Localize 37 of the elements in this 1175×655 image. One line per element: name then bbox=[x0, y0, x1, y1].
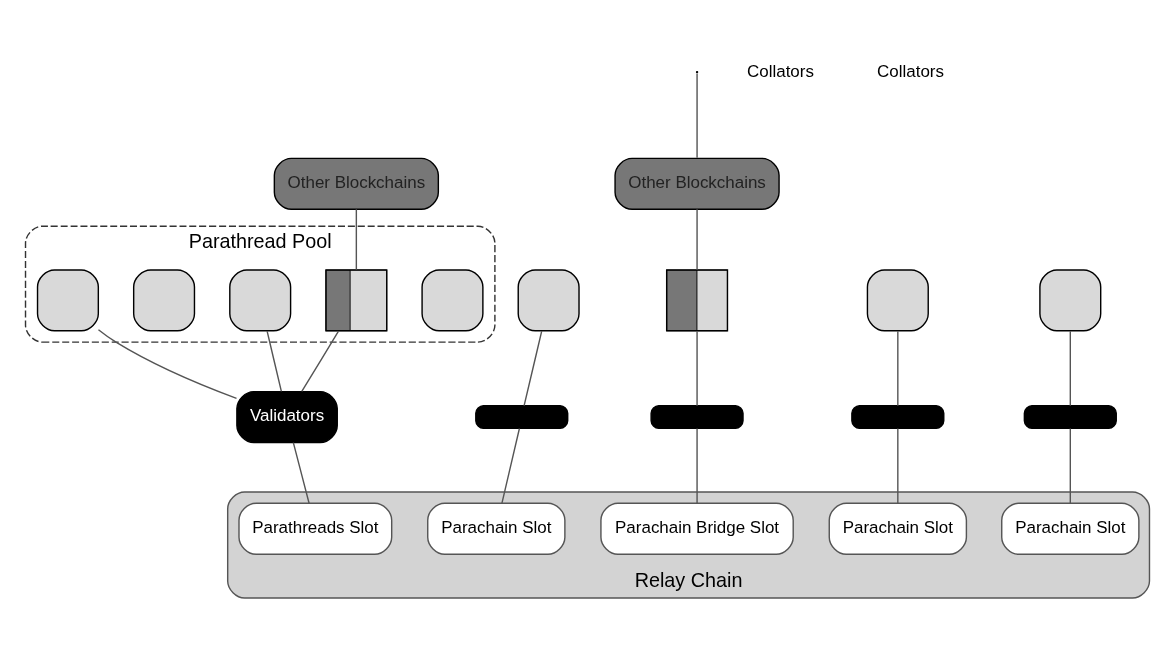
node-box bbox=[866, 268, 929, 332]
cluster: Parathread Pool bbox=[24, 225, 496, 343]
node-bar bbox=[1023, 404, 1117, 429]
label: Collators bbox=[877, 60, 944, 80]
node-box: Validators bbox=[236, 390, 338, 443]
node-box bbox=[229, 268, 292, 332]
connector bbox=[523, 329, 543, 406]
node-box: Parathreads Slot bbox=[238, 502, 393, 555]
node-box: Parachain Slot bbox=[1001, 502, 1140, 555]
connector bbox=[501, 427, 521, 504]
connector bbox=[696, 329, 698, 406]
node-box bbox=[36, 268, 100, 332]
connector bbox=[292, 441, 310, 504]
node-box: Parachain Bridge Slot bbox=[600, 502, 794, 555]
connector bbox=[355, 208, 358, 270]
connector bbox=[266, 329, 283, 392]
node-box: Parachain Slot bbox=[828, 502, 968, 555]
node-box: Other Blockchains bbox=[273, 157, 440, 210]
connector bbox=[1069, 427, 1071, 504]
node-box: Parachain Slot bbox=[427, 502, 566, 555]
node-box: Other Blockchains bbox=[614, 157, 780, 210]
node-box bbox=[1039, 268, 1102, 332]
node-bar bbox=[475, 404, 569, 429]
connector bbox=[1069, 329, 1071, 406]
node-box bbox=[132, 268, 196, 332]
connector bbox=[897, 329, 899, 406]
connector bbox=[301, 329, 340, 392]
node-box bbox=[421, 268, 484, 332]
connector bbox=[696, 208, 698, 270]
connector bbox=[696, 427, 698, 504]
connector bbox=[696, 72, 698, 158]
node-bar bbox=[650, 404, 744, 429]
label: Collators bbox=[747, 60, 814, 80]
connector bbox=[97, 328, 238, 399]
node-bar bbox=[851, 404, 945, 429]
node-box bbox=[517, 268, 580, 332]
connector bbox=[897, 427, 899, 504]
